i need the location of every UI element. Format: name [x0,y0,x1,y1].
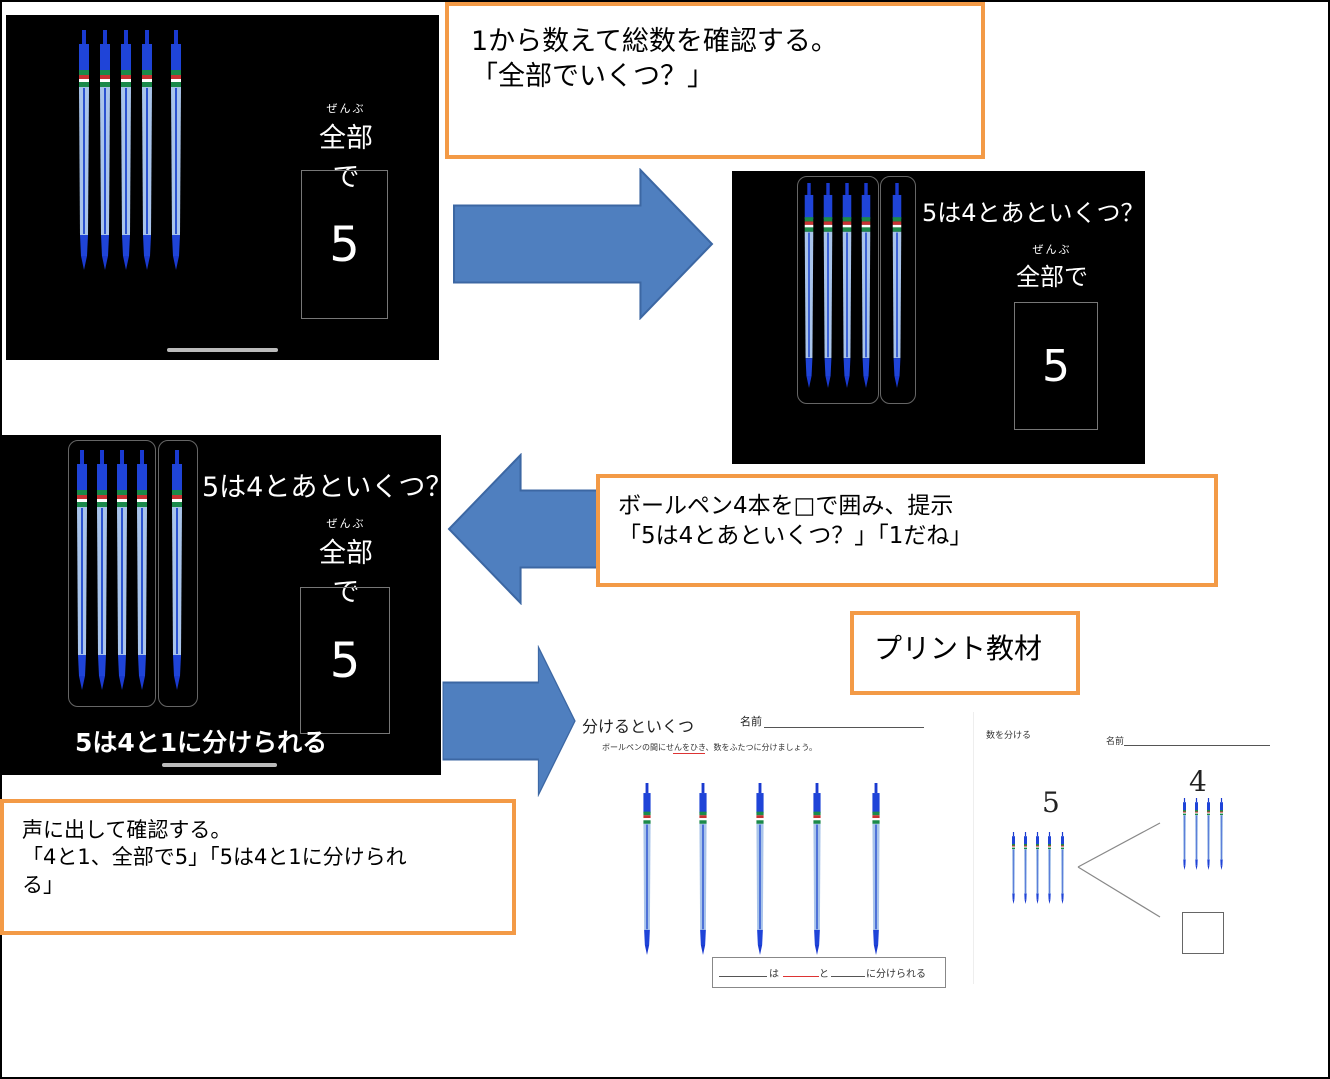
ballpoint-pen-icon [1009,832,1018,904]
ballpoint-pen-icon [1217,798,1226,870]
callout-print-materials: プリント教材 [850,611,1080,695]
ballpoint-pen-icon [72,450,92,690]
callout-enclose-line1: ボールペン4本を□で囲み、提示 [618,493,954,519]
name-label: 名前 [740,715,762,728]
zenbu-text: 全部で [319,538,373,608]
ballpoint-pen-icon [1045,832,1054,904]
slide-count-total: ぜんぶ 全部で 5 [6,15,439,360]
group-four-pens [68,440,156,707]
ruby-text: ぜんぶ [326,517,366,530]
arrow-right-icon [442,646,576,796]
ballpoint-pen-icon [1021,832,1030,904]
group-four-pens [797,176,879,404]
conclusion-text: 5は4と1に分けられる [75,728,328,757]
red-underline [673,753,705,754]
ballpoint-pen-icon [1058,832,1067,904]
question-text: 5は4とあといくつ？ [922,199,1145,227]
ballpoint-pen-icon [132,450,152,690]
total-number: 5 [1042,340,1070,392]
arrow-right-icon [453,169,713,319]
callout-count-total-line2: 「全部でいくつ？」 [471,61,714,93]
ballpoint-pen-icon [857,183,875,388]
group-one-pen [158,440,198,707]
answer-blank[interactable] [719,976,767,977]
ballpoint-pen-icon [819,183,837,388]
name-label: 名前 [1106,737,1125,747]
part-number: 4 [1189,765,1207,798]
callout-say-aloud-line3: る」 [22,872,64,897]
ballpoint-pen-icon [95,30,115,270]
callout-enclose-line2: 「5は4とあといくつ？」「1だね」 [618,522,973,549]
answer-to: と [819,969,829,980]
ballpoint-pen-icon [1192,798,1201,870]
zenbu-text: 全部で [1016,263,1088,291]
ballpoint-pen-icon [166,30,186,270]
answer-end: に分けられる [866,969,926,980]
question-text: 5は4とあといくつ？ [202,472,441,503]
callout-count-total-line1: 1から数えて総数を確認する。 [471,26,838,57]
name-line [1124,745,1270,746]
answer-box[interactable] [1182,912,1224,954]
slide-conclusion: 5は4とあといくつ？ ぜんぶ 全部で 5 5は4と1に分けられる [0,435,441,775]
ballpoint-pen-icon [74,30,94,270]
zenbu-label: ぜんぶ 全部で [306,515,386,609]
ballpoint-pen-icon [694,783,712,955]
worksheet-heading: 数を分ける [986,731,1032,741]
ruby-text: ぜんぶ [326,102,366,115]
callout-count-total: 1から数えて総数を確認する。 「全部でいくつ？」 [445,2,985,159]
ballpoint-pen-icon [137,30,157,270]
ruby-text: ぜんぶ [1032,243,1072,256]
whole-number: 5 [1042,786,1060,819]
callout-say-aloud-line2: 「4と1、全部で5」「5は4と1に分けられ [22,845,407,870]
callout-say-aloud-line1: 声に出して確認する。 [22,818,232,842]
ballpoint-pen-icon [867,783,885,955]
answer-blank[interactable] [783,976,819,977]
answer-blank[interactable] [831,976,865,977]
total-number: 5 [329,216,360,273]
ballpoint-pen-icon [1180,798,1189,870]
name-line [764,727,924,728]
zenbu-text: 全部で [319,123,373,193]
ballpoint-pen-icon [838,183,856,388]
callout-say-aloud: 声に出して確認する。 「4と1、全部で5」「5は4と1に分けられ る」 [0,799,516,935]
group-one-pen [880,176,916,404]
ballpoint-pen-icon [167,450,187,690]
answer-ha: は [769,969,779,980]
ballpoint-pen-icon [888,183,906,388]
callout-enclose: ボールペン4本を□で囲み、提示 「5は4とあといくつ？」「1だね」 [596,474,1218,587]
ballpoint-pen-icon [751,783,769,955]
worksheet-title: 分けるといくつ [582,717,695,736]
worksheet-split-pens: 分けるといくつ 名前 ボールペンの間にせんをひき、数をふたつに分けましょう。 は… [576,705,956,990]
print-materials-label: プリント教材 [874,632,1043,665]
zenbu-label: ぜんぶ 全部で [1012,241,1092,292]
total-number-box: 5 [301,170,388,319]
home-indicator [162,763,277,767]
slide-question: 5は4とあといくつ？ ぜんぶ 全部で 5 [732,171,1145,464]
number-bond-lines [1077,822,1161,918]
ballpoint-pen-icon [116,30,136,270]
ballpoint-pen-icon [800,183,818,388]
home-indicator [167,348,278,352]
total-number: 5 [329,632,361,689]
ballpoint-pen-icon [638,783,656,955]
total-number-box: 5 [300,587,390,734]
worksheet-instruction: ボールペンの間にせんをひき、数をふたつに分けましょう。 [602,743,817,752]
zenbu-label: ぜんぶ 全部で [306,100,386,194]
ballpoint-pen-icon [1204,798,1213,870]
total-number-box: 5 [1014,302,1098,430]
ballpoint-pen-icon [808,783,826,955]
ballpoint-pen-icon [1033,832,1042,904]
answer-sentence-box: は と に分けられる [712,957,946,988]
ballpoint-pen-icon [112,450,132,690]
ballpoint-pen-icon [92,450,112,690]
worksheet-number-bond: 数を分ける 名前 5 4 [973,712,1324,984]
